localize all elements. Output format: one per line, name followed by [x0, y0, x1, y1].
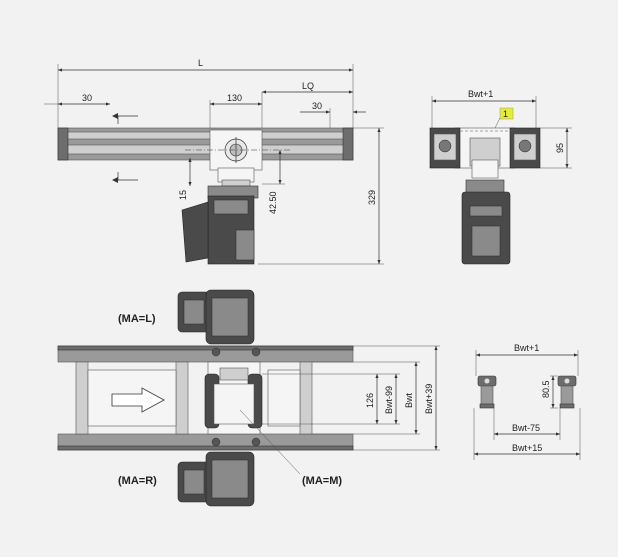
dim-bwt: Bwt [404, 392, 414, 408]
dim-bwt-minus99: Bwt-99 [384, 386, 394, 414]
dim-bwt-minus75: Bwt-75 [512, 423, 540, 433]
dim-329: 329 [367, 190, 377, 205]
dim-bwt-plus1-top: Bwt+1 [468, 89, 493, 99]
right-profile [557, 375, 577, 409]
dim-L: L [198, 58, 203, 68]
label-MA-R: (MA=R) [118, 475, 157, 487]
dim-bwt-plus1-profile: Bwt+1 [514, 343, 539, 353]
top-view: (MA=L) (MA=R) (MA=M) [57, 289, 440, 507]
dim-42-50: 42.50 [268, 191, 278, 214]
dim-LQ: LQ [302, 81, 314, 91]
dim-bwt-plus39: Bwt+39 [424, 384, 434, 414]
side-view: L 30 130 LQ 30 [44, 58, 384, 265]
profile-section: Bwt+1 80.5 Bwt-75 Bwt+15 [473, 343, 581, 460]
callout-1: 1 [503, 109, 508, 119]
label-MA-L: (MA=L) [118, 313, 156, 325]
dim-30-right: 30 [312, 101, 322, 111]
dim-30-left: 30 [82, 93, 92, 103]
end-view: Bwt+1 1 95 [429, 89, 572, 265]
flow-direction-arrow [111, 387, 165, 413]
dim-15: 15 [178, 190, 188, 200]
dim-130: 130 [227, 93, 242, 103]
dim-126: 126 [365, 393, 375, 408]
callout-1-marker [499, 107, 514, 120]
dim-95: 95 [555, 143, 565, 153]
label-MA-M: (MA=M) [302, 475, 342, 487]
dim-80-5: 80.5 [541, 380, 551, 398]
left-profile [477, 375, 497, 409]
dim-bwt-plus15: Bwt+15 [512, 443, 542, 453]
